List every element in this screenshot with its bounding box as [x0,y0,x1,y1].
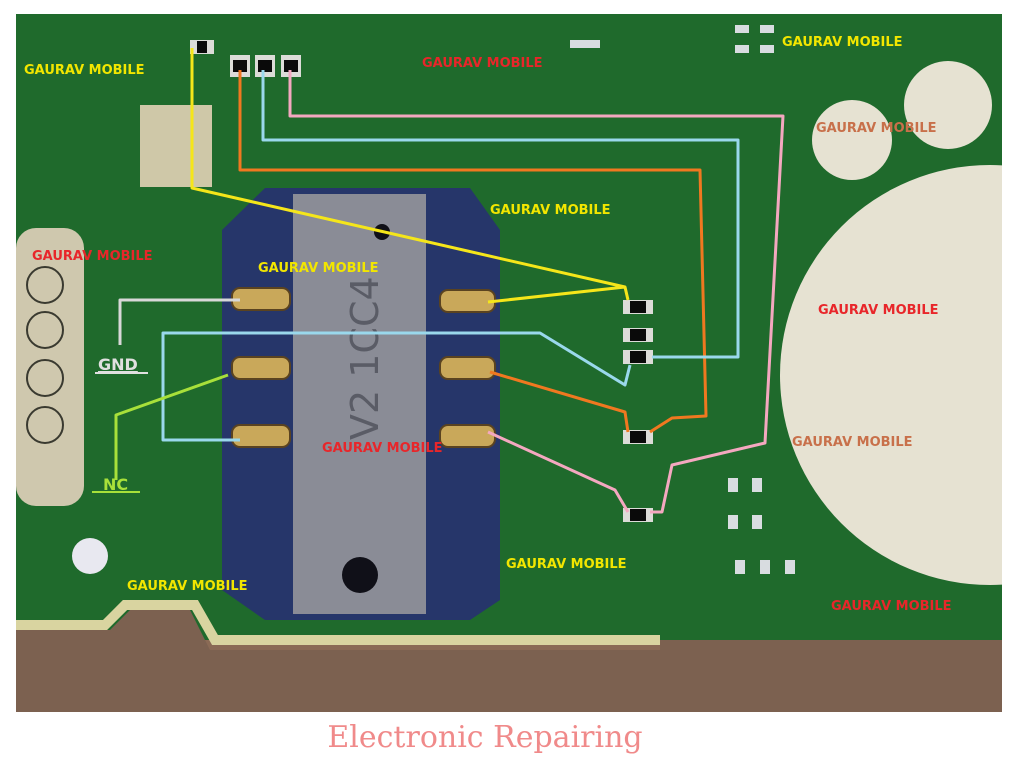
connector-pad-area [16,228,84,506]
wire-gnd [118,298,240,345]
wire-orange [238,70,708,434]
sim-metal-cover [293,194,426,614]
watermark: GAURAV MOBILE [816,121,937,136]
gnd-label: GND [98,355,138,374]
wire-yellow [190,48,630,304]
caption: Electronic Repairing [327,720,643,755]
sim-tray-marking: V2 1CC4 [343,276,387,440]
watermark: GAURAV MOBILE [818,303,939,318]
pcb-photo: V2 1CC4 GND NC GAURAV MOBILE GAURAV MOBI… [16,14,1002,712]
watermark: GAURAV MOBILE [792,435,913,450]
smd-components [190,25,795,574]
watermark: GAURAV MOBILE [322,441,443,456]
watermark: GAURAV MOBILE [258,261,379,276]
watermark: GAURAV MOBILE [24,63,145,78]
nc-label: NC [103,475,128,494]
watermark: GAURAV MOBILE [506,557,627,572]
watermark: GAURAV MOBILE [32,249,153,264]
large-pad [780,165,1002,585]
wire-nc [114,373,229,480]
wire-pink [288,70,785,514]
watermark: GAURAV MOBILE [127,579,248,594]
watermark: GAURAV MOBILE [782,35,903,50]
wire-cyan [161,70,740,442]
mount-hole [72,538,108,574]
watermark: GAURAV MOBILE [422,56,543,71]
watermark: GAURAV MOBILE [490,203,611,218]
shield-pad [140,105,212,187]
watermark: GAURAV MOBILE [831,599,952,614]
